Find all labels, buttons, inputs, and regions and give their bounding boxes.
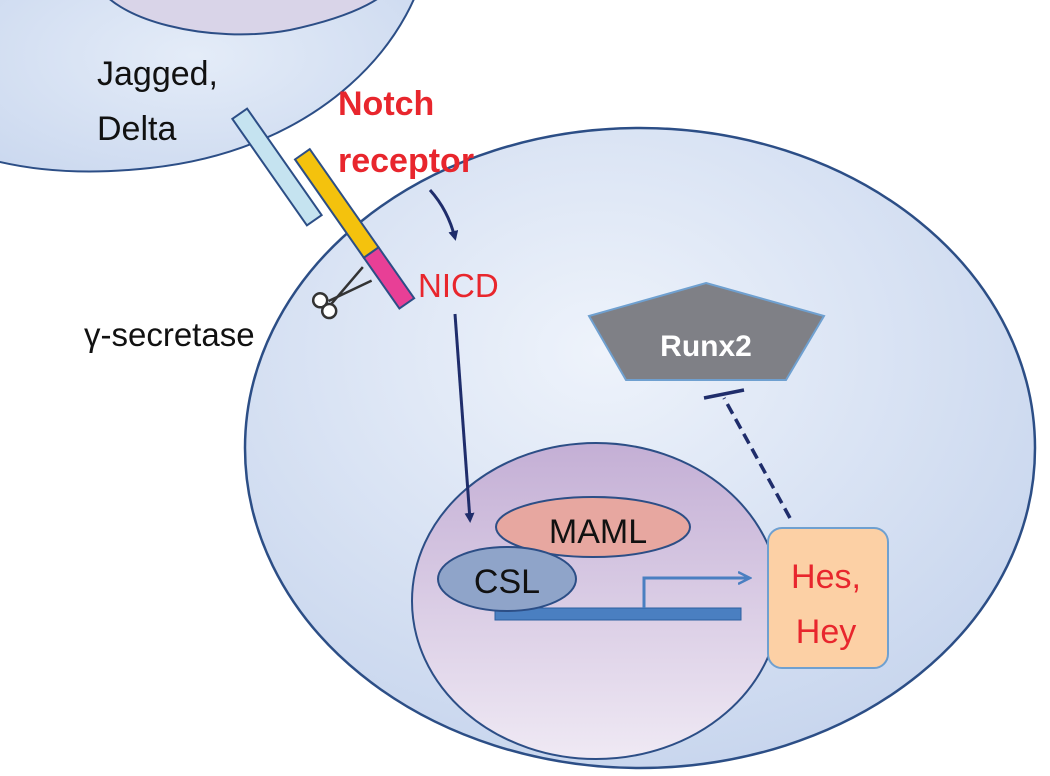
receptor-label-line2: receptor [338,142,474,180]
receptor-label-line1: Notch [338,85,434,123]
ligand-label-line1: Jagged, [97,55,218,93]
notch-receptor-bar [293,147,416,310]
csl-label: CSL [474,563,540,601]
nicd-label: NICD [418,267,499,304]
ligand-bar [230,107,324,227]
nicd-to-nucleus-arrow [453,313,475,523]
target-genes-label-line2: Hey [796,613,856,651]
inhibition-bar [703,388,745,400]
receptor-to-nicd-arrow [428,188,459,241]
maml-label: MAML [549,513,647,551]
inhibition-line [722,397,792,519]
maml-protein [495,496,691,558]
receptor-intracellular-domain [362,246,416,310]
signal-sending-cell-nucleus [109,0,378,36]
signal-sending-cell [0,0,415,173]
scissors-icon [311,266,373,320]
runx2-pentagon [587,281,826,381]
gamma-secretase-label: γ-secretase [84,316,255,353]
csl-protein [437,546,577,612]
ligand-label-line2: Delta [97,110,176,148]
transcription-start-arrow [642,578,748,608]
runx2-label: Runx2 [660,330,752,363]
target-genes-box [767,527,889,669]
gene-bar [494,607,742,621]
target-genes-label-line1: Hes, [791,558,861,596]
